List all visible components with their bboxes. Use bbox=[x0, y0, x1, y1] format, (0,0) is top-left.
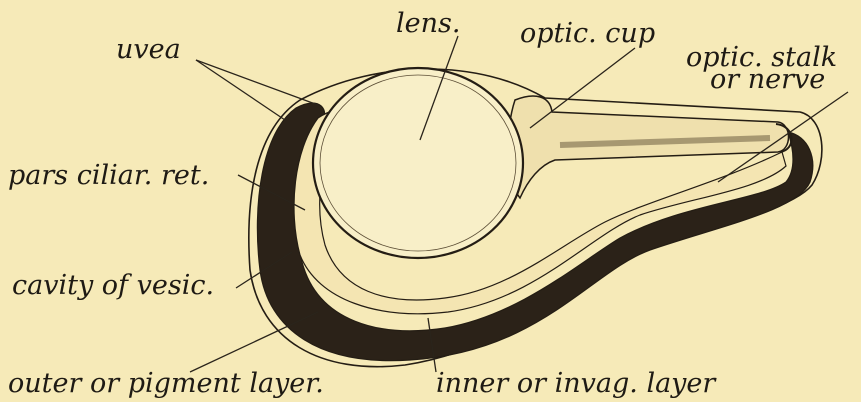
uvea-leader-1 bbox=[196, 60, 318, 105]
lens bbox=[313, 68, 523, 258]
label-cavity: cavity of vesic. bbox=[12, 270, 214, 301]
label-optic-cup: optic. cup bbox=[520, 18, 655, 49]
label-optic-nerve: or nerve bbox=[710, 64, 825, 95]
label-uvea: uvea bbox=[116, 34, 181, 65]
uvea-leader-2 bbox=[196, 60, 285, 120]
label-pars-ciliar: pars ciliar. ret. bbox=[8, 160, 209, 191]
outer-layer-leader bbox=[190, 312, 318, 372]
label-lens: lens. bbox=[396, 8, 460, 39]
label-outer-layer: outer or pigment layer. bbox=[8, 368, 324, 399]
label-inner-layer: inner or invag. layer bbox=[436, 368, 717, 399]
